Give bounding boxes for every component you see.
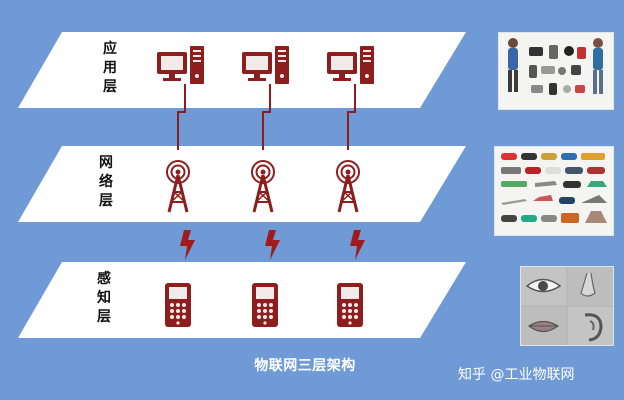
vehicles-image [501, 153, 607, 223]
wire-3 [347, 84, 356, 150]
diagram-caption: 物联网三层架构 [254, 358, 356, 374]
wired-links [177, 84, 356, 150]
perception-layer-label: 感知层 [97, 271, 111, 325]
people-and-electronics-panel [498, 32, 614, 110]
network-layer-plane [18, 146, 466, 222]
mobile-terminal-icon [165, 283, 191, 327]
mobile-terminal-icon [252, 283, 278, 327]
wire-2 [262, 84, 271, 150]
lightning-bolt-icon [265, 230, 280, 260]
watermark: 知乎 @工业物联网 [458, 367, 575, 383]
people-and-electronics-image [508, 38, 603, 95]
lightning-bolt-icon [350, 230, 365, 260]
network-layer-label: 网络层 [99, 155, 113, 209]
application-layer-label: 应用层 [103, 41, 117, 95]
mobile-terminal-icon [337, 283, 363, 327]
lightning-bolt-icon [180, 230, 195, 260]
perception-layer-plane [18, 262, 466, 338]
human-senses-panel [520, 266, 614, 346]
human-senses-image [521, 267, 613, 345]
wire-1 [177, 84, 186, 150]
vehicles-panel [494, 146, 614, 236]
